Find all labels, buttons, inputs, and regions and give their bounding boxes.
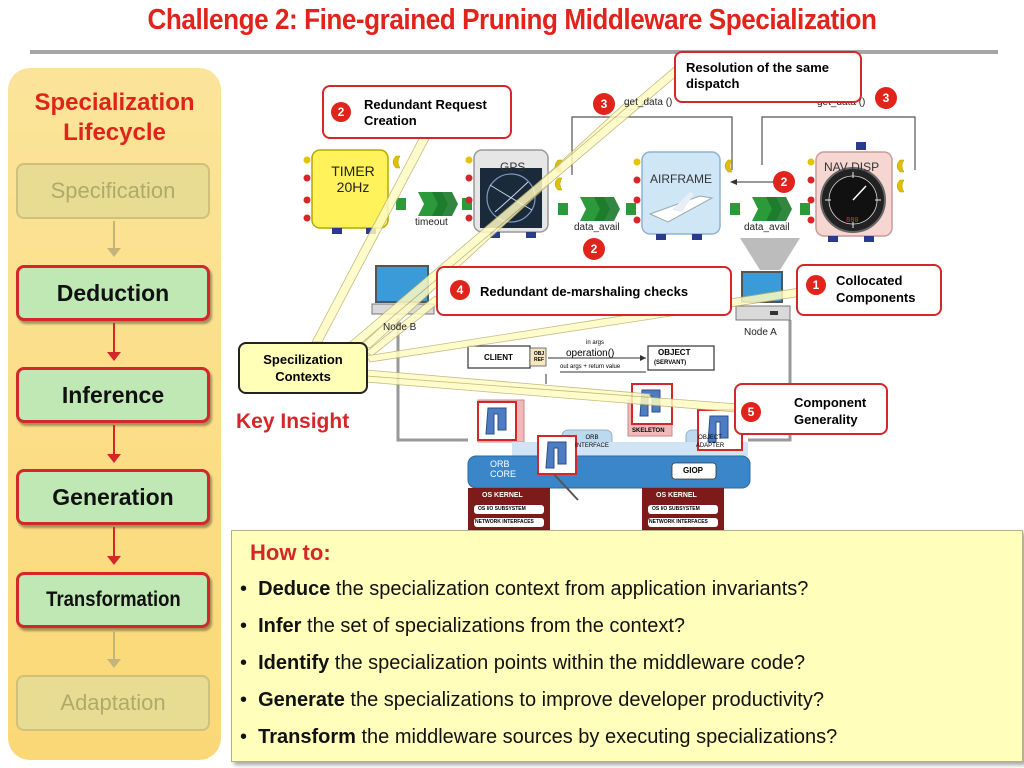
net-if-label-2: NETWORK INTERFACES xyxy=(649,519,708,525)
callout-text: Redundant de-marshaling checks xyxy=(480,284,689,299)
component-timer[interactable]: TIMER 20Hz xyxy=(331,163,375,195)
net-if-label-1: NETWORK INTERFACES xyxy=(475,519,534,525)
callout-text: Collocated Components xyxy=(836,273,916,305)
stage-label: Transformation xyxy=(45,588,181,611)
data-avail-label-1: data_avail xyxy=(574,222,620,233)
callout-redundant-request[interactable]: Redundant Request Creation xyxy=(322,85,512,139)
stage-connector xyxy=(113,425,115,455)
stage-inference[interactable]: Inference xyxy=(16,367,210,423)
stage-label: Specification xyxy=(50,178,176,203)
arrow-head xyxy=(107,352,121,361)
callout-text: Resolution of the same dispatch xyxy=(686,60,830,91)
stage-adaptation[interactable]: Adaptation xyxy=(16,675,210,731)
event-connector-timeout xyxy=(396,192,472,216)
os-io-label-1: OS I/O SUBSYSTEM xyxy=(478,506,526,512)
bullet-text: the specialization context from applicat… xyxy=(330,578,809,600)
os-io-label-2: OS I/O SUBSYSTEM xyxy=(652,506,700,512)
operation-label: operation() xyxy=(566,348,615,359)
client-label: CLIENT xyxy=(484,353,513,362)
lifecycle-title-line2: Lifecycle xyxy=(63,119,166,146)
arrow-head xyxy=(107,454,121,463)
out-args-label: out args + return value xyxy=(560,364,621,370)
lifecycle-title: Specialization Lifecycle xyxy=(8,88,221,148)
obj-ref-label: OBJ REF xyxy=(533,351,545,363)
marker-3-dispatch: 3 xyxy=(593,93,615,115)
bullet-item: • Generate the specializations to improv… xyxy=(240,689,824,711)
servant-label: (SERVANT) xyxy=(654,360,687,366)
bullet-item: • Deduce the specialization context from… xyxy=(240,578,809,600)
stage-connector xyxy=(113,527,115,557)
object-label: OBJECT xyxy=(658,348,691,357)
title-divider xyxy=(30,50,998,54)
stage-connector xyxy=(113,221,115,249)
bullet-item: • Identify the specialization points wit… xyxy=(240,652,806,674)
lifecycle-title-line1: Specialization xyxy=(34,89,195,116)
stage-connector xyxy=(113,630,115,660)
orb-interface-label: ORB INTERFACE xyxy=(575,435,609,449)
get-data-label-1: get_data () xyxy=(624,97,673,108)
arrow-head xyxy=(107,659,121,668)
marker-badge: 5 xyxy=(741,402,761,422)
bullet-keyword: Generate xyxy=(258,689,345,711)
event-connector-data-avail-1 xyxy=(558,197,636,221)
stage-label: Deduction xyxy=(56,279,170,306)
marker-2-airframe: 2 xyxy=(773,171,795,193)
bullet-keyword: Transform xyxy=(258,726,356,748)
stage-connector xyxy=(113,323,115,353)
object-adapter-label: OBJECT ADAPTER xyxy=(695,435,725,449)
stage-specification[interactable]: Specification xyxy=(16,163,210,219)
how-to-title: How to: xyxy=(250,540,331,565)
timeout-label: timeout xyxy=(415,217,448,228)
bullet-text: the specialization points within the mid… xyxy=(329,652,806,674)
slide-title: Challenge 2: Fine-grained Pruning Middle… xyxy=(147,4,877,36)
event-connector-data-avail-2 xyxy=(730,197,810,221)
marker-badge: 1 xyxy=(806,275,826,295)
stage-generation[interactable]: Generation xyxy=(16,469,210,525)
bullet-keyword: Infer xyxy=(258,615,302,637)
how-to-panel xyxy=(231,530,1023,762)
os-kernel-label-2: OS KERNEL xyxy=(656,492,697,499)
key-insight-label: Key Insight xyxy=(236,410,350,433)
orb-core-label: ORB CORE xyxy=(490,459,517,479)
bullet-text: the middleware sources by executing spec… xyxy=(355,726,838,748)
bullet-text: the set of specializations from the cont… xyxy=(301,615,686,637)
callout-dispatch-resolution[interactable]: Resolution of the same dispatch xyxy=(674,51,862,103)
component-nav-disp[interactable]: NAV DISP xyxy=(824,160,880,174)
callout-text: Redundant Request Creation xyxy=(364,97,487,128)
os-kernel-label-1: OS KERNEL xyxy=(482,492,523,499)
marker-badge: 4 xyxy=(450,280,470,300)
specialization-contexts-box[interactable]: Specilization Contexts xyxy=(238,342,368,394)
marker-3-dispatch-b: 3 xyxy=(875,87,897,109)
arrow-head xyxy=(107,556,121,565)
callout-text: Component Generality xyxy=(794,395,867,427)
stage-label: Inference xyxy=(61,381,165,408)
arrow-head xyxy=(107,248,121,257)
skeleton-label: SKELETON xyxy=(632,428,665,434)
bullet-item: • Infer the set of specializations from … xyxy=(240,615,686,637)
node-b-label: Node B xyxy=(383,322,417,333)
bullet-text: the specializations to improve developer… xyxy=(344,689,824,711)
bullet-item: • Transform the middleware sources by ex… xyxy=(240,726,838,748)
data-avail-label-2: data_avail xyxy=(744,222,790,233)
component-airframe[interactable]: AIRFRAME xyxy=(650,172,713,186)
giop-label: GIOP xyxy=(683,466,704,475)
node-a-label: Node A xyxy=(744,327,777,338)
stage-transformation[interactable]: Transformation xyxy=(16,572,210,628)
in-args-label: in args xyxy=(586,340,605,346)
stage-deduction[interactable]: Deduction xyxy=(16,265,210,321)
stage-label: Adaptation xyxy=(60,690,166,715)
bullet-keyword: Identify xyxy=(258,652,330,674)
marker-badge: 2 xyxy=(331,102,351,122)
marker-2-data-avail: 2 xyxy=(583,238,605,260)
svg-text:880: 880 xyxy=(846,217,859,225)
stage-label: Generation xyxy=(52,483,174,510)
bullet-keyword: Deduce xyxy=(258,578,331,600)
callout-demarshaling[interactable]: Redundant de-marshaling checks xyxy=(436,266,732,316)
component-gps[interactable]: GPS xyxy=(500,160,526,174)
